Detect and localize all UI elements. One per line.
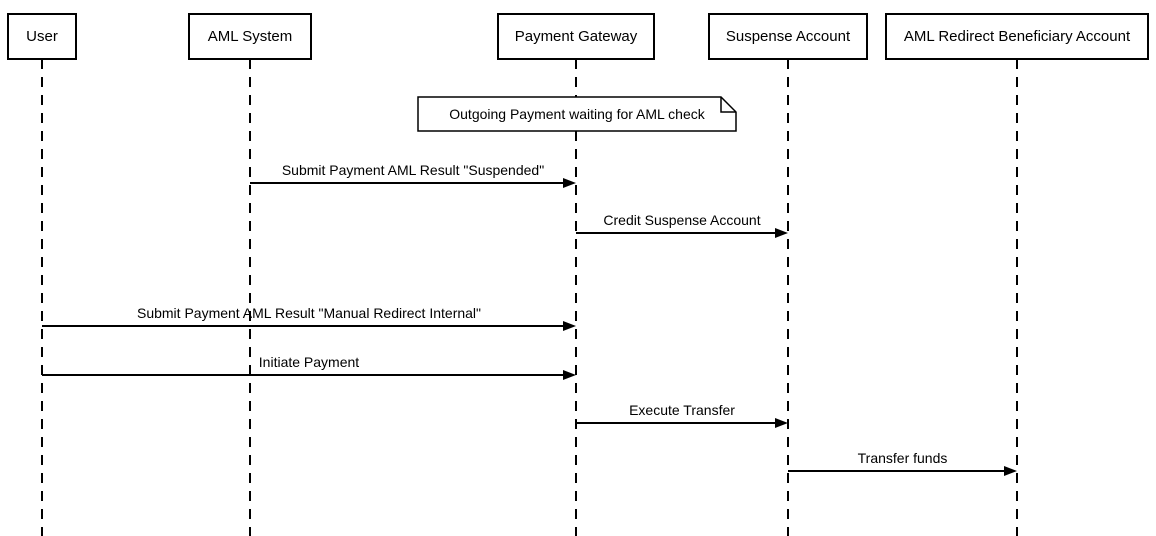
message-line-initiate-payment xyxy=(42,374,565,376)
note-shape xyxy=(417,96,737,132)
lifeline-suspense-account xyxy=(787,59,789,536)
note-fold-corner xyxy=(720,97,736,113)
message-line-submit-payment-aml-result-suspended xyxy=(250,182,565,184)
note: Outgoing Payment waiting for AML check xyxy=(417,96,737,132)
actor-label: Payment Gateway xyxy=(514,28,638,45)
message-arrowhead xyxy=(775,228,788,238)
actor-label: AML System xyxy=(207,28,293,45)
note-label: Outgoing Payment waiting for AML check xyxy=(449,106,705,122)
message-label: Credit Suspense Account xyxy=(603,212,761,228)
message-label: Initiate Payment xyxy=(258,354,360,370)
message-label: Transfer funds xyxy=(857,450,948,466)
lifeline-aml-redirect-beneficiary-account xyxy=(1016,59,1018,536)
actor-payment-gateway: Payment Gateway xyxy=(497,13,655,60)
message-line-transfer-funds xyxy=(788,470,1006,472)
message-label: Submit Payment AML Result "Manual Redire… xyxy=(136,305,482,321)
actor-aml-system: AML System xyxy=(188,13,312,60)
message-line-execute-transfer xyxy=(576,422,777,424)
message-arrowhead xyxy=(1004,466,1017,476)
actor-label: User xyxy=(26,28,58,45)
message-arrowhead xyxy=(563,321,576,331)
actor-aml-redirect-beneficiary-account: AML Redirect Beneficiary Account xyxy=(885,13,1149,60)
message-line-credit-suspense-account xyxy=(576,232,777,234)
lifeline-payment-gateway xyxy=(575,59,577,536)
message-arrowhead xyxy=(775,418,788,428)
message-arrowhead xyxy=(563,370,576,380)
message-label: Submit Payment AML Result "Suspended" xyxy=(281,162,545,178)
actor-label: Suspense Account xyxy=(725,28,851,45)
actor-user: User xyxy=(7,13,77,60)
actor-suspense-account: Suspense Account xyxy=(708,13,868,60)
message-line-submit-payment-aml-result-manual-redirect-internal xyxy=(42,325,565,327)
message-arrowhead xyxy=(563,178,576,188)
lifeline-aml-system xyxy=(249,59,251,536)
lifeline-user xyxy=(41,59,43,536)
actor-label: AML Redirect Beneficiary Account xyxy=(903,28,1131,45)
message-label: Execute Transfer xyxy=(629,402,735,418)
